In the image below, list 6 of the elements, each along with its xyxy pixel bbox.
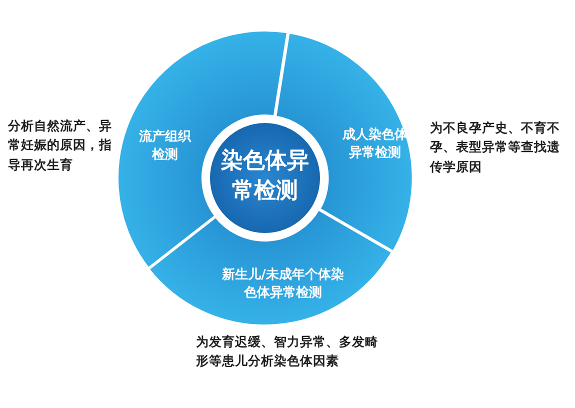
note-text: 为不良孕产史、不育不孕、表型异常等查找遗传学原因 — [430, 119, 561, 176]
segment-label: 新生儿/未成年个体染色体异常检测 — [221, 266, 345, 302]
segment-label: 流产组织检测 — [138, 128, 192, 164]
center-title: 染色体异常检测 — [220, 147, 310, 205]
note-text: 分析自然流产、异常妊娠的原因，指导再次生育 — [8, 117, 113, 174]
note-text: 为发育迟缓、智力异常、多发畸形等患儿分析染色体因素 — [196, 333, 379, 370]
